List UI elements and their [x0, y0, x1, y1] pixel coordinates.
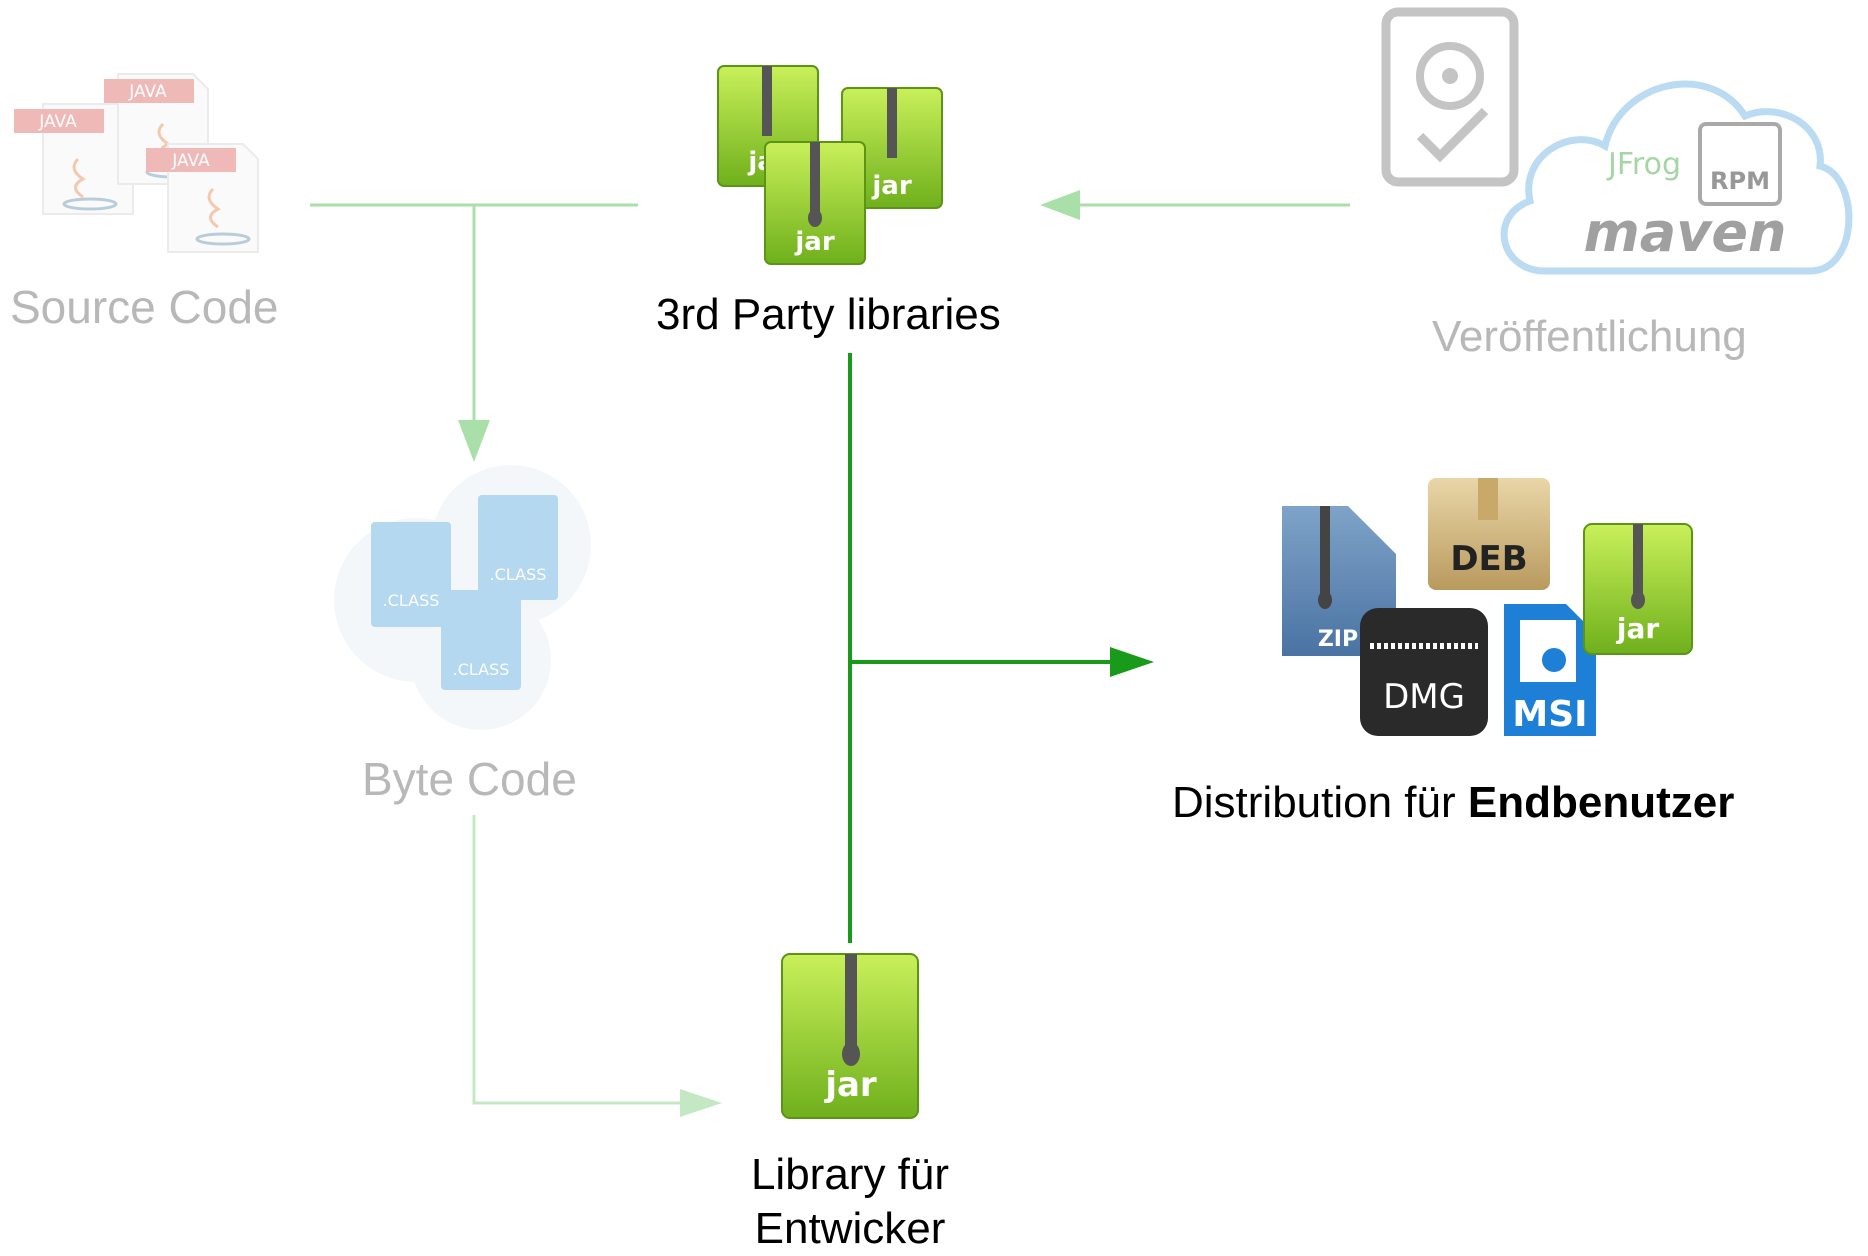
class-files-icon: .CLASS .CLASS .CLASS — [334, 465, 591, 730]
deb-icon: DEB — [1428, 478, 1550, 590]
third-party-label: 3rd Party libraries — [656, 290, 1001, 339]
publication-arrowhead — [1040, 190, 1080, 220]
class-file-icon: .CLASS — [441, 590, 521, 690]
svg-text:jar: jar — [823, 1065, 877, 1105]
publication-icons: JFrog RPM maven — [1381, 7, 1853, 275]
publication-label: Veröffentlichung — [1432, 312, 1747, 361]
library-label: Library für Entwicker — [740, 1148, 960, 1256]
jar-icon: jar — [1583, 523, 1693, 655]
maven-logo: maven — [1584, 201, 1787, 264]
jar-icon: jar — [764, 141, 866, 265]
svg-text:.CLASS: .CLASS — [453, 660, 510, 679]
svg-text:jar: jar — [871, 171, 911, 201]
java-file-icon: JAVA — [146, 143, 259, 253]
java-files-icon: JAVA JAVA JAVA — [14, 73, 259, 253]
source-code-label: Source Code — [10, 281, 279, 333]
byte-code-label: Byte Code — [362, 753, 577, 805]
distribution-icons: ZIP DEB DMG MSI jar — [1282, 478, 1693, 736]
distribution-label: Distribution für Endbenutzer — [1172, 778, 1734, 828]
msi-icon: MSI — [1504, 604, 1596, 736]
svg-text:jar: jar — [1616, 612, 1659, 645]
jfrog-logo: JFrog — [1606, 147, 1681, 182]
svg-text:JAVA: JAVA — [171, 151, 210, 171]
svg-text:DMG: DMG — [1383, 677, 1465, 717]
svg-text:MSI: MSI — [1512, 694, 1587, 735]
svg-text:RPM: RPM — [1710, 167, 1770, 195]
bytecode-arrowhead — [458, 420, 490, 462]
svg-text:.CLASS: .CLASS — [383, 591, 440, 610]
third-party-jars-icon: jar jar jar — [717, 65, 943, 265]
library-label-line1: Library für — [750, 1150, 950, 1199]
svg-text:jar: jar — [794, 227, 834, 257]
library-arrowhead — [680, 1089, 722, 1117]
svg-text:DEB: DEB — [1450, 539, 1527, 579]
svg-text:JAVA: JAVA — [128, 82, 167, 102]
library-label-line2: Entwicker — [754, 1204, 946, 1253]
bytecode-to-library-line — [472, 815, 682, 1105]
svg-text:.CLASS: .CLASS — [490, 565, 547, 584]
cloud-icon: JFrog RPM maven — [1500, 80, 1853, 275]
java-file-icon: JAVA — [104, 73, 209, 185]
distribution-label-prefix: Distribution für — [1172, 778, 1468, 827]
class-file-icon: .CLASS — [371, 522, 451, 627]
class-file-icon: .CLASS — [478, 495, 558, 600]
svg-text:JAVA: JAVA — [38, 112, 77, 132]
distribution-label-bold: Endbenutzer — [1467, 778, 1735, 827]
dmg-icon: DMG — [1360, 608, 1488, 736]
hard-drive-icon — [1381, 7, 1519, 187]
distribution-arrowhead — [1110, 647, 1154, 677]
java-file-icon: JAVA — [14, 103, 134, 215]
svg-text:ZIP: ZIP — [1318, 627, 1358, 652]
rpm-logo — [1698, 122, 1782, 206]
library-jar-icon: jar — [781, 953, 919, 1119]
